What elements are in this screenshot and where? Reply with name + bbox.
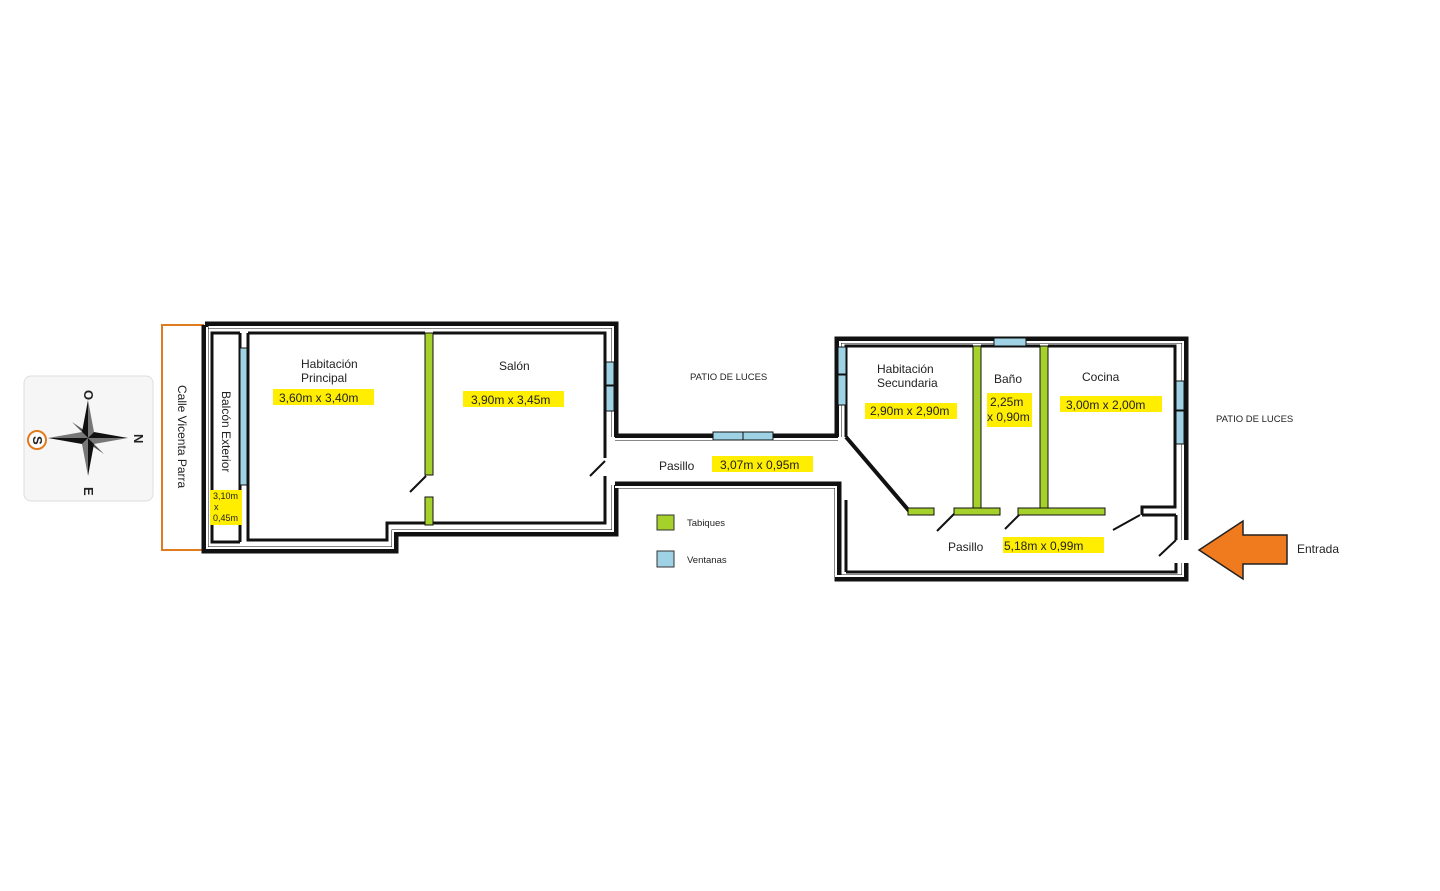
- compass-south-label: S: [30, 436, 45, 445]
- room-secondary-bedroom-name-2: Secundaria: [877, 376, 938, 390]
- room-bath-dims-2: x 0,90m: [987, 410, 1030, 424]
- compass-west-label: O: [81, 390, 96, 400]
- window-corridor-2: [742, 431, 774, 441]
- window-secondary-1: [837, 346, 847, 375]
- partition-bedroom-salon-lower: [424, 496, 434, 526]
- room-corridor-1-name: Pasillo: [659, 459, 695, 473]
- partition-bath-kitchen: [1039, 345, 1049, 510]
- window-kitchen-1: [1175, 380, 1185, 411]
- room-corridor-2-dims: 5,18m x 0,99m: [1004, 539, 1083, 553]
- window-salon-1: [605, 361, 615, 386]
- room-balcony-dims-3: 0,45m: [213, 513, 238, 523]
- room-secondary-bedroom-name-1: Habitación: [877, 362, 934, 376]
- entrance-arrow-icon: [1197, 519, 1288, 581]
- partition-secondary-bath: [972, 345, 982, 510]
- room-main-bedroom-dims: 3,60m x 3,40m: [279, 391, 358, 405]
- room-kitchen-dims: 3,00m x 2,00m: [1066, 398, 1145, 412]
- legend-ventanas-label: Ventanas: [687, 555, 727, 566]
- partition-bedroom-salon: [424, 332, 434, 476]
- room-balcony-dims-2: x: [214, 502, 219, 512]
- room-bath-name: Baño: [994, 372, 1022, 386]
- compass-north-label: N: [131, 434, 146, 443]
- room-salon-name: Salón: [499, 359, 530, 373]
- window-kitchen-2: [1175, 410, 1185, 445]
- legend: Tabiques Ventanas: [656, 514, 727, 568]
- window-bath: [993, 337, 1027, 347]
- room-bath-dims-1: 2,25m: [990, 395, 1023, 409]
- legend-ventanas-swatch: [656, 550, 675, 568]
- door-swings: [409, 460, 1177, 557]
- room-main-bedroom-name-1: Habitación: [301, 357, 358, 371]
- window-balcony: [239, 347, 248, 486]
- compass-east-label: E: [81, 487, 96, 496]
- compass: O N E S: [23, 375, 154, 502]
- partition-secondary-bath-foot: [953, 507, 1001, 516]
- room-secondary-bedroom-dims: 2,90m x 2,90m: [870, 404, 949, 418]
- compass-south-marker: [27, 430, 47, 450]
- room-balcony-name: Balcón Exterior: [219, 391, 233, 472]
- room-corridor-2-name: Pasillo: [948, 540, 984, 554]
- entrance: Entrada: [1197, 519, 1339, 581]
- window-salon-2: [605, 385, 615, 412]
- partition-bath-kitchen-foot: [1017, 507, 1106, 516]
- window-corridor-1: [712, 431, 744, 441]
- street-label: Calle Vicenta Parra: [175, 385, 189, 488]
- compass-rose-icon: [48, 400, 128, 476]
- partition-secondary-bedroom-foot: [907, 507, 935, 516]
- room-main-bedroom-name-2: Principal: [301, 371, 347, 385]
- room-balcony-dims-1: 3,10m: [213, 491, 238, 501]
- dimension-highlights: [210, 389, 1162, 553]
- window-secondary-2: [837, 374, 847, 406]
- legend-tabiques-label: Tabiques: [687, 518, 725, 529]
- walls-left: [201, 321, 619, 554]
- patio-right-label: PATIO DE LUCES: [1216, 414, 1293, 425]
- room-salon-dims: 3,90m x 3,45m: [471, 393, 550, 407]
- room-corridor-1-dims: 3,07m x 0,95m: [720, 458, 799, 472]
- patio-left-label: PATIO DE LUCES: [690, 372, 767, 383]
- entrance-label: Entrada: [1297, 542, 1339, 556]
- windows: [239, 337, 1185, 486]
- legend-tabiques-swatch: [656, 514, 675, 531]
- partitions: [424, 332, 1106, 526]
- room-kitchen-name: Cocina: [1082, 370, 1120, 384]
